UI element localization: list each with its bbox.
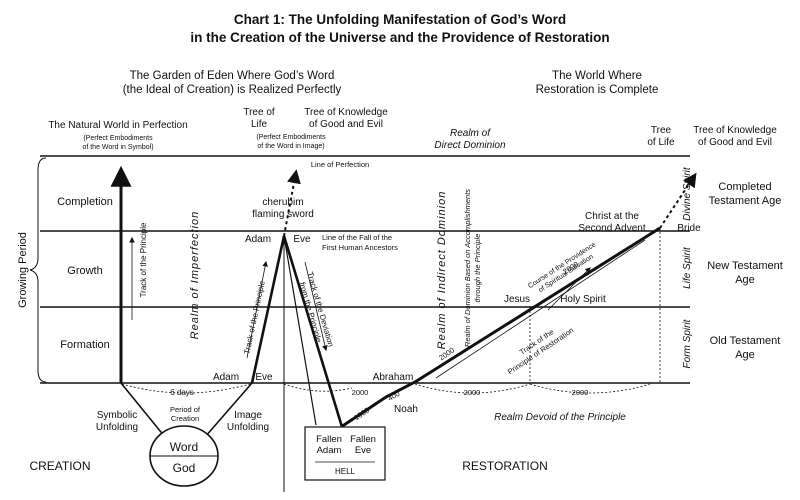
image-unfolding-line	[204, 382, 253, 438]
natural-world-title: The Natural World in Perfection	[48, 120, 187, 131]
direct-dominion-line1: Realm of	[450, 128, 491, 139]
tree-of-life-left-line2: Life	[251, 119, 268, 130]
deviation-inner-line	[283, 235, 317, 426]
symbolic-unfolding-line	[120, 382, 166, 438]
fallen-adam-line2: Adam	[317, 445, 342, 456]
dashed-arc-2	[414, 383, 531, 394]
creation-label: CREATION	[29, 459, 90, 473]
period-creation-line2: Creation	[171, 414, 199, 423]
tree-of-knowledge-left-line2: of Good and Evil	[309, 119, 383, 130]
track-principle-natural-label: Track of the Principle	[139, 222, 148, 297]
six-days-label: 6 days	[170, 388, 194, 397]
track-deviation-arrow	[304, 261, 328, 352]
tree-of-knowledge-left-line1: Tree of Knowledge	[304, 107, 388, 118]
christ-second-advent-label-2: Second Advent	[578, 223, 645, 234]
stage-completion: Completion	[57, 196, 113, 208]
deviation-line-to-hell	[282, 235, 344, 428]
tree-of-life-right-line1: Tree	[651, 125, 672, 136]
fallen-eve-line1: Fallen	[350, 434, 376, 445]
tree-of-life-left-line1: Tree of	[243, 107, 275, 118]
realm-devoid-label: Realm Devoid of the Principle	[494, 412, 626, 423]
period-creation-line1: Period of	[170, 405, 201, 414]
perfect-image-sub2: of the Word in Image)	[257, 143, 324, 150]
eve-bottom-label: Eve	[255, 372, 273, 383]
age-new-line2: Age	[735, 274, 755, 286]
garden-heading-line2: (the Ideal of Creation) is Realized Perf…	[123, 84, 342, 96]
adam-eve-left-line	[250, 235, 286, 384]
growing-period-label: Growing Period	[17, 232, 29, 308]
fallen-eve-line2: Eve	[355, 445, 371, 456]
restoration-inner-line	[435, 239, 646, 379]
hell-box	[304, 426, 386, 481]
symbolic-unfolding-line2: Unfolding	[96, 422, 138, 433]
fall-line-label-2: First Human Ancestors	[322, 243, 398, 252]
restored-world-heading-line1: The World Where	[552, 70, 642, 82]
holy-spirit-label: Holy Spirit	[560, 294, 606, 305]
abraham-label: Abraham	[373, 372, 414, 383]
noah-label: Noah	[394, 404, 418, 415]
growing-period-brace	[29, 157, 47, 383]
dashed-arc-1	[283, 383, 353, 392]
flaming-sword-label: flaming sword	[252, 209, 314, 220]
fall-line-label-1: Line of the Fall of the	[322, 233, 392, 242]
word-label: Word	[170, 440, 198, 454]
restoration-small-arrow	[547, 267, 591, 311]
garden-heading-line1: The Garden of Eden Where God’s Word	[130, 70, 335, 82]
symbolic-unfolding-line1: Symbolic	[97, 410, 138, 421]
age-new-line1: New Testament	[707, 260, 783, 272]
age-completed-line2: Testament Age	[709, 195, 782, 207]
hell-label: HELL	[335, 467, 356, 476]
realm-imperfection-label: Realm of Imperfection	[189, 211, 201, 340]
age-old-line2: Age	[735, 349, 755, 361]
restoration-course-line	[340, 226, 661, 429]
tree-of-knowledge-right-line2: of Good and Evil	[698, 137, 772, 148]
chart-title-line2: in the Creation of the Universe and the …	[190, 30, 609, 45]
natural-world-sub1: (Perfect Embodiments	[83, 135, 153, 142]
restored-world-heading-line2: Restoration is Complete	[536, 84, 659, 96]
dominion-accomplishments-label-1: Realm of Dominion Based on Accomplishmen…	[463, 189, 472, 347]
number-2000-e: 2000	[572, 388, 589, 397]
number-2000-d: 2000	[464, 388, 481, 397]
god-label: God	[173, 461, 196, 475]
number-2000-a: 2000	[352, 388, 369, 397]
eve-top-label: Eve	[293, 234, 311, 245]
natural-world-sub2: of the Word in Symbol)	[82, 144, 153, 151]
christ-second-advent-label-1: Christ at the	[585, 211, 639, 222]
perfect-image-sub1: (Perfect Embodiments	[256, 134, 326, 141]
track-principle-adam-arrow	[246, 260, 268, 359]
line-of-perfection-label: Line of Perfection	[311, 160, 369, 169]
image-unfolding-line1: Image	[234, 410, 262, 421]
age-old-line1: Old Testament	[710, 335, 781, 347]
stage-formation: Formation	[60, 339, 110, 351]
age-completed-line1: Completed	[718, 181, 771, 193]
stage-growth: Growth	[67, 265, 102, 277]
dashed-arc-3	[529, 383, 651, 394]
chart-title-line1: Chart 1: The Unfolding Manifestation of …	[234, 12, 566, 27]
divine-spirit-label: Divine Spirit	[682, 166, 693, 221]
indirect-dominion-label: Realm of Indirect Dominion	[436, 191, 448, 350]
six-days-arc	[121, 383, 251, 394]
course-providence-label-1: Course of the Providence	[527, 241, 597, 290]
adam-top-label: Adam	[245, 234, 271, 245]
jesus-label: Jesus	[504, 294, 530, 305]
fallen-adam-line1: Fallen	[316, 434, 342, 445]
track-principle-adam-label: Track of the Principle	[242, 279, 266, 355]
image-unfolding-line2: Unfolding	[227, 422, 269, 433]
adam-bottom-label: Adam	[213, 372, 239, 383]
dotted-path-to-tree-of-life-right	[659, 172, 697, 229]
restoration-label: RESTORATION	[462, 459, 548, 473]
form-spirit-label: Form Spirit	[682, 318, 693, 368]
dominion-accomplishments-label-2: through the Principle	[473, 234, 482, 303]
bride-label: Bride	[677, 223, 701, 234]
dotted-path-to-tree-of-life	[283, 169, 301, 237]
tree-of-knowledge-right-line1: Tree of Knowledge	[693, 125, 777, 136]
direct-dominion-line2: Direct Dominion	[434, 140, 506, 151]
tree-of-life-right-line2: of Life	[647, 137, 675, 148]
cherubim-label: cherubim	[262, 197, 303, 208]
life-spirit-label: Life Spirit	[682, 246, 693, 289]
